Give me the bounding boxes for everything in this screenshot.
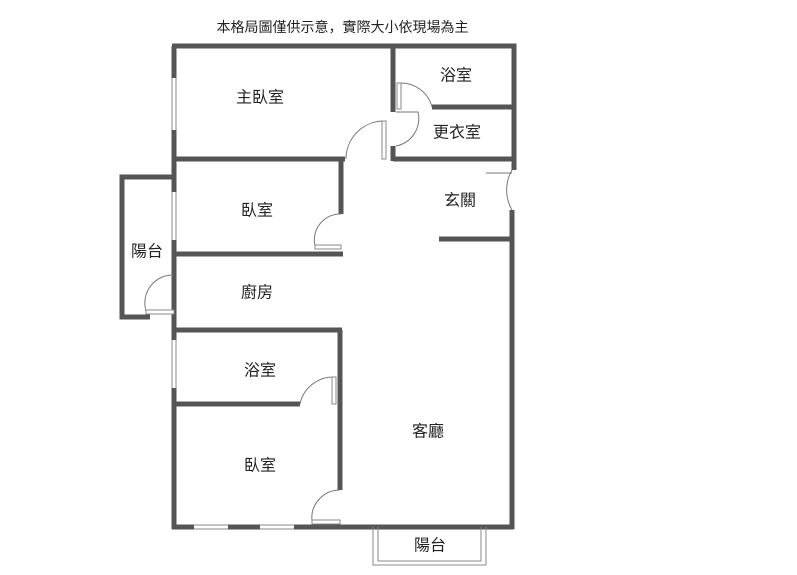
label-walk-in-closet: 更衣室: [433, 123, 481, 142]
label-foyer: 玄關: [444, 191, 476, 210]
floorplan-disclaimer: 本格局圖僅供示意，實際大小依現場為主: [216, 20, 469, 36]
windows: [171, 78, 487, 566]
label-master-bedroom: 主臥室: [236, 88, 284, 107]
room-labels: 主臥室 浴室 更衣室 玄關 臥室 陽台 廚房 浴室 臥室 客廳 陽台: [131, 66, 481, 555]
label-bath-top: 浴室: [440, 66, 472, 85]
label-balcony-bottom: 陽台: [414, 536, 446, 555]
label-bedroom-middle: 臥室: [241, 201, 273, 220]
bottom-balcony-rail: [372, 527, 487, 566]
label-kitchen: 廚房: [241, 283, 273, 302]
walls: [119, 43, 517, 530]
doors: [144, 82, 513, 525]
label-bath-lower: 浴室: [244, 361, 276, 380]
label-bedroom-lower: 臥室: [244, 456, 276, 475]
label-balcony-left: 陽台: [131, 242, 163, 261]
label-living-room: 客廳: [412, 422, 444, 441]
